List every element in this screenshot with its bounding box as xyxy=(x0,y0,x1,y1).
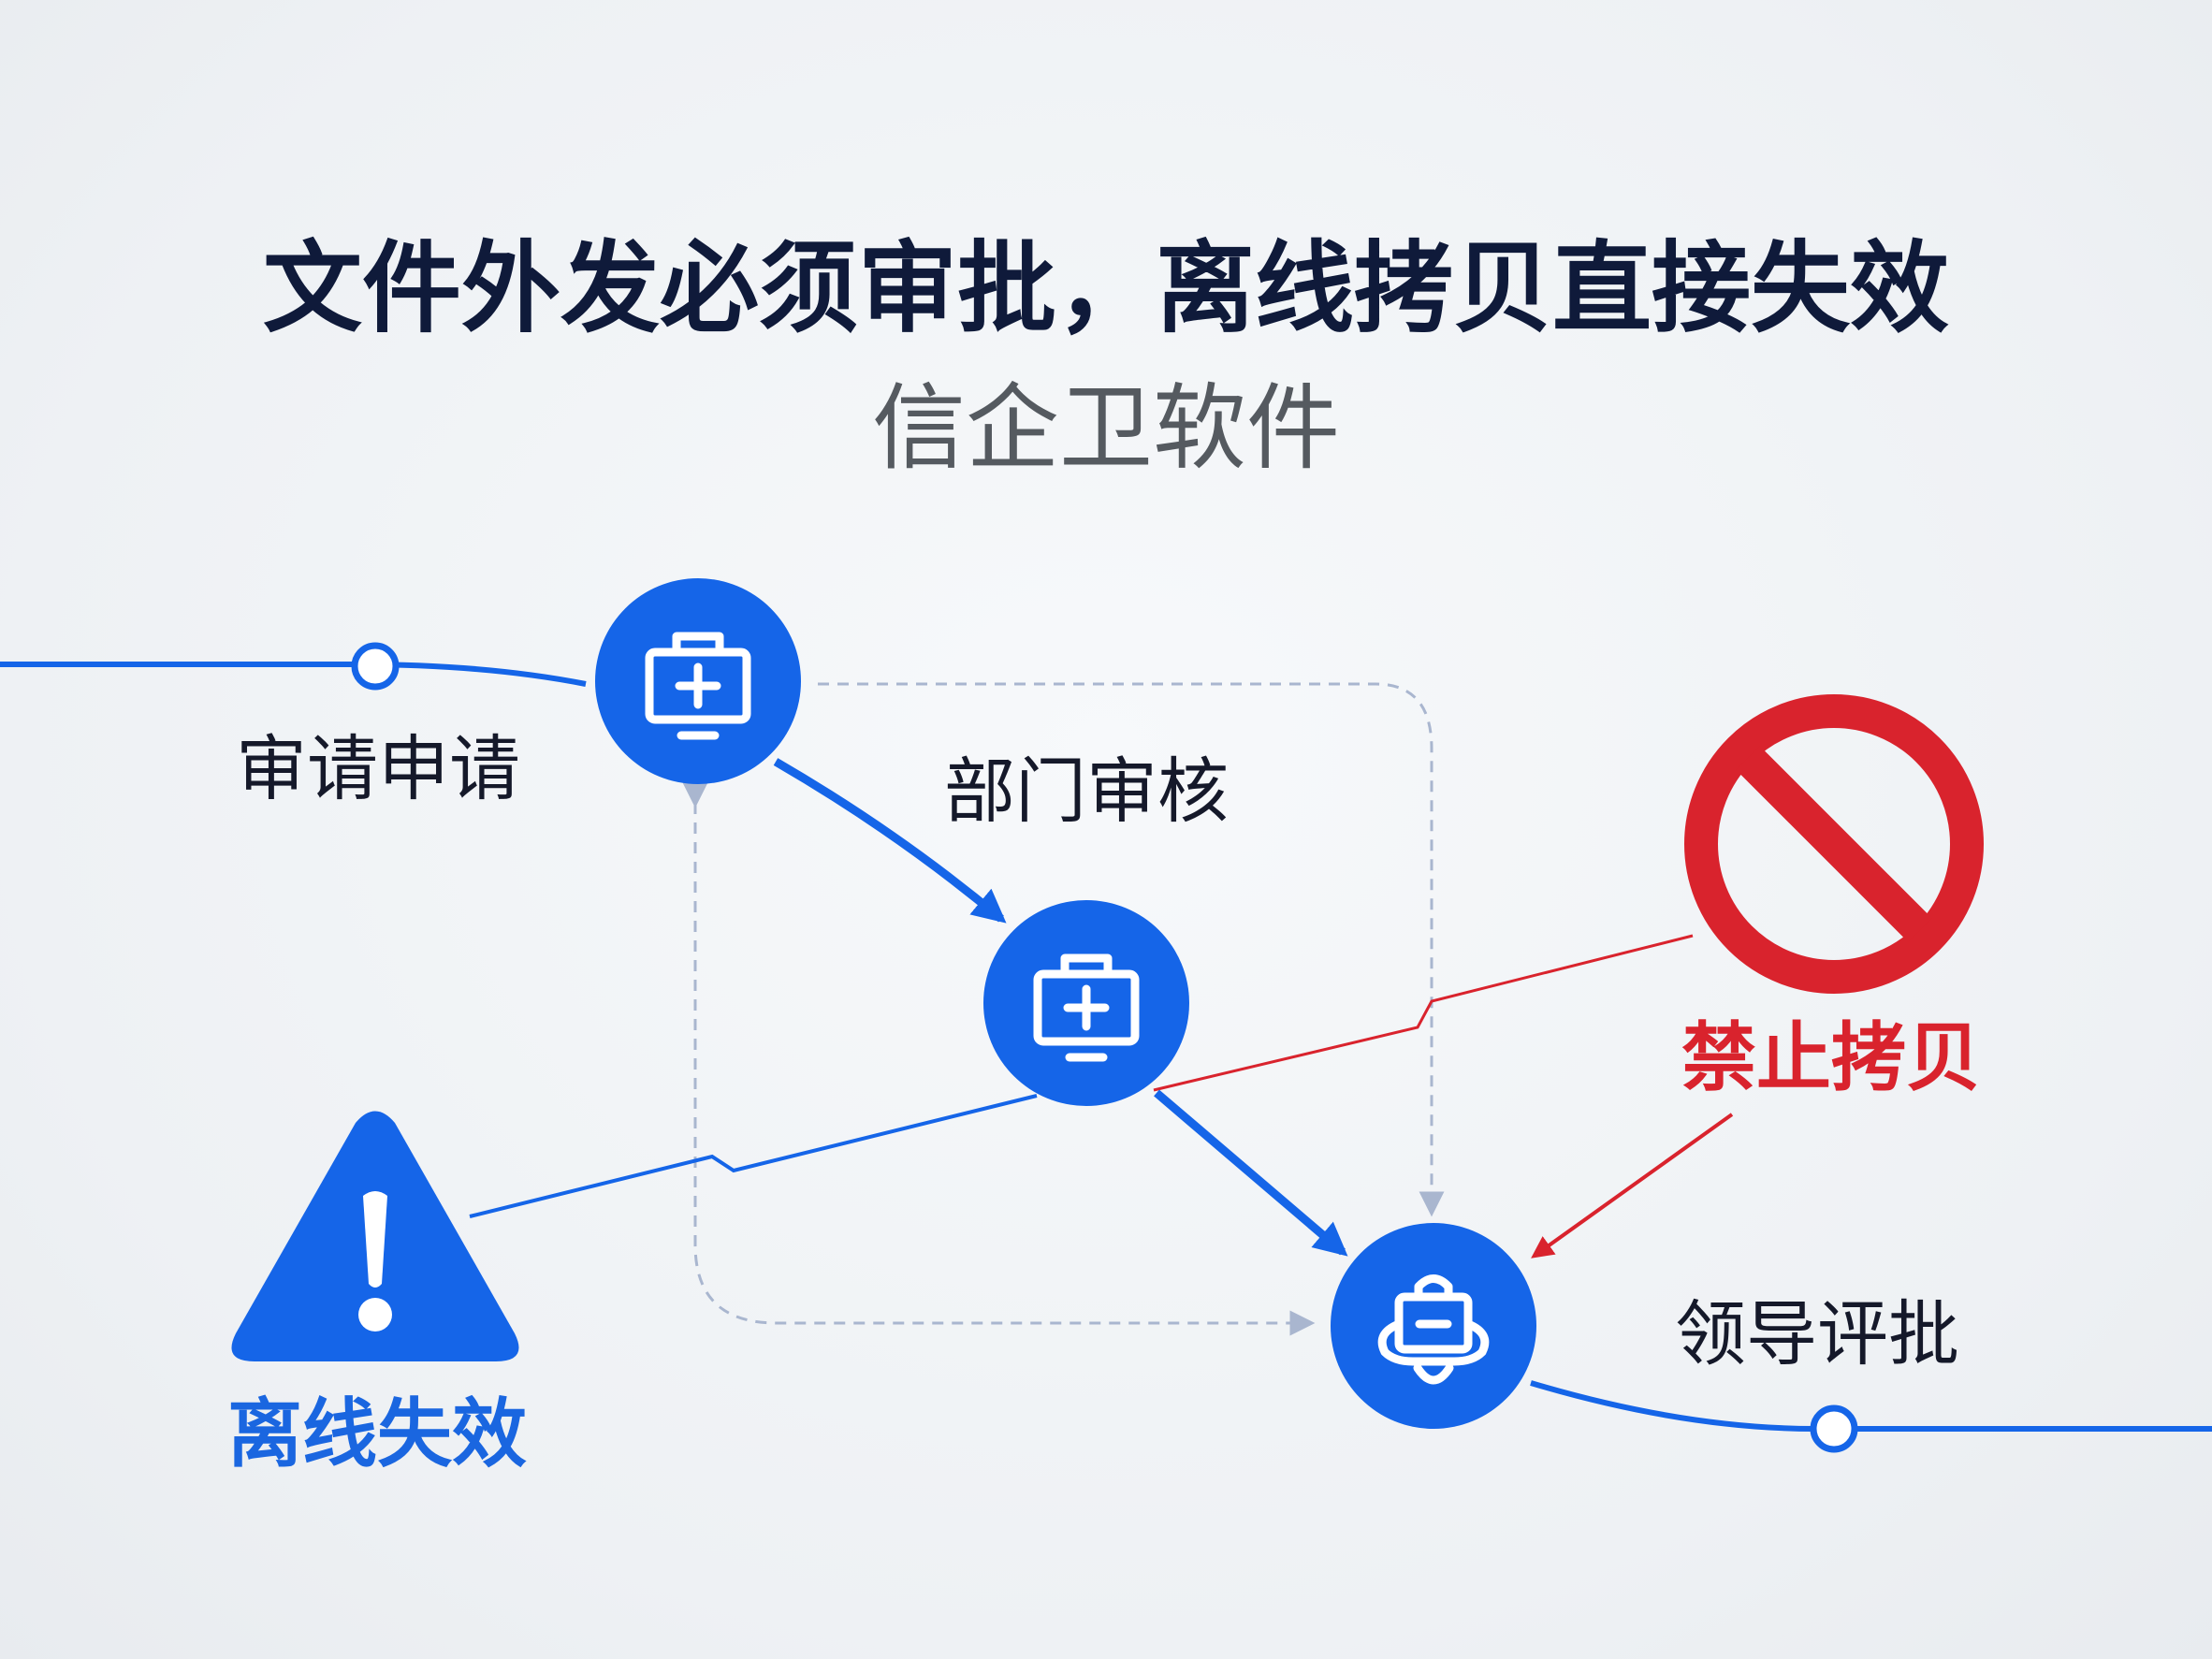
label-offline-invalid: 离线失效 xyxy=(227,1390,527,1477)
label-no-copy: 禁止拷贝 xyxy=(1681,1014,1981,1101)
arrow-apply-to-dept xyxy=(773,758,1007,924)
no-entry-icon xyxy=(1684,694,1984,994)
flow-line-in xyxy=(0,662,587,687)
dashed-bypass-bottom xyxy=(682,782,1316,1336)
flow-line-out xyxy=(1530,1380,2212,1432)
medical-kit-monitor-icon xyxy=(1033,953,1140,1062)
start-point xyxy=(351,642,400,691)
nocopy-line xyxy=(1153,934,1694,1092)
label-apply: 审请申请 xyxy=(236,727,520,810)
node-dept-review[interactable] xyxy=(983,900,1189,1106)
page-title: 文件外发必须审批，离线拷贝直接失效 xyxy=(263,231,1949,346)
warning-triangle-icon xyxy=(231,1111,519,1361)
offline-line xyxy=(469,1094,1038,1218)
lock-bag-icon xyxy=(1377,1274,1490,1385)
arrow-nocopy-to-leader xyxy=(1531,1113,1734,1259)
label-leader-approval: 领导评批 xyxy=(1675,1292,1959,1375)
page-subtitle: 信企卫软件 xyxy=(872,373,1340,483)
end-point xyxy=(1810,1404,1858,1453)
medical-kit-monitor-icon xyxy=(645,632,751,740)
arrow-dept-to-leader xyxy=(1154,1089,1348,1257)
node-leader-approval[interactable] xyxy=(1331,1223,1536,1429)
label-dept-review: 部门审核 xyxy=(944,749,1229,833)
dashed-bypass-top xyxy=(818,682,1445,1217)
node-apply[interactable] xyxy=(595,578,801,784)
